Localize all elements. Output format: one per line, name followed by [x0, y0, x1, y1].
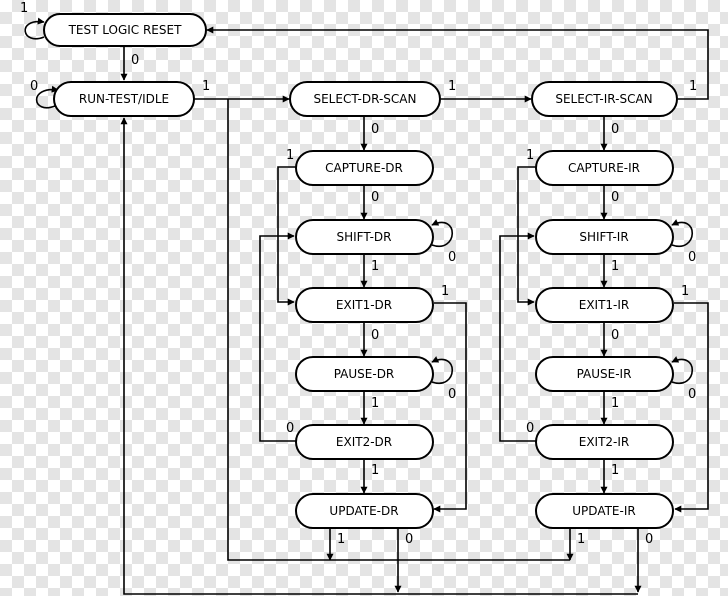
label-cir-e1ir: 1: [526, 148, 534, 163]
state-label: SELECT-DR-SCAN: [313, 92, 416, 106]
state-pause-ir: PAUSE-IR: [535, 356, 674, 392]
state-exit1-ir: EXIT1-IR: [535, 287, 674, 323]
state-label: SHIFT-IR: [579, 230, 628, 244]
label-shdr-self: 0: [448, 250, 456, 265]
bus-return-run-test-idle: [120, 117, 638, 595]
label-cdr-shdr: 0: [371, 190, 379, 205]
label-e1dr-udr: 1: [441, 284, 449, 299]
label-sdr-cdr: 0: [371, 122, 379, 137]
label-tlr-self: 1: [20, 1, 28, 16]
state-label: RUN-TEST/IDLE: [79, 92, 169, 106]
state-label: PAUSE-IR: [577, 367, 632, 381]
label-pir-self: 0: [688, 387, 696, 402]
state-exit2-ir: EXIT2-IR: [535, 424, 674, 460]
label-udr-rti: 0: [405, 532, 413, 547]
state-label: CAPTURE-IR: [568, 161, 640, 175]
label-pir-e2ir: 1: [611, 396, 619, 411]
label-sir-cir: 0: [611, 122, 619, 137]
label-e2ir-shir: 0: [526, 421, 534, 436]
state-select-dr-scan: SELECT-DR-SCAN: [289, 81, 441, 117]
label-e2dr-shdr: 0: [286, 421, 294, 436]
state-label: EXIT1-DR: [336, 298, 392, 312]
label-shir-self: 0: [688, 250, 696, 265]
label-sir-tlr: 1: [689, 79, 697, 94]
edge-e1ir-uir: [674, 302, 709, 513]
label-sdr-sir: 1: [448, 79, 456, 94]
state-label: EXIT2-DR: [336, 435, 392, 449]
state-exit2-dr: EXIT2-DR: [295, 424, 434, 460]
edge-sir-tlr: [206, 26, 709, 100]
edge-rti-self: [35, 85, 59, 109]
state-label: EXIT2-IR: [579, 435, 630, 449]
edge-e2dr-shdr: [259, 232, 296, 442]
label-e2ir-uir: 1: [611, 463, 619, 478]
edge-cdr-e1dr: [277, 166, 296, 306]
state-label: CAPTURE-DR: [325, 161, 403, 175]
state-label: UPDATE-IR: [572, 504, 635, 518]
label-e1dr-pdr: 0: [371, 328, 379, 343]
edge-shir-self: [671, 219, 693, 248]
edge-pir-self: [671, 356, 693, 385]
label-rti-self: 0: [30, 79, 38, 94]
state-pause-dr: PAUSE-DR: [295, 356, 434, 392]
state-label: TEST LOGIC RESET: [68, 23, 183, 37]
edge-tlr-self: [24, 17, 45, 40]
state-exit1-dr: EXIT1-DR: [295, 287, 434, 323]
label-cdr-e1dr: 1: [286, 148, 294, 163]
state-shift-ir: SHIFT-IR: [535, 219, 674, 255]
state-label: PAUSE-DR: [334, 367, 395, 381]
state-label: EXIT1-IR: [579, 298, 630, 312]
state-capture-ir: CAPTURE-IR: [535, 150, 674, 186]
state-update-dr: UPDATE-DR: [295, 493, 434, 529]
label-e1ir-uir: 1: [681, 284, 689, 299]
state-capture-dr: CAPTURE-DR: [295, 150, 434, 186]
state-run-test-idle: RUN-TEST/IDLE: [53, 81, 195, 117]
state-label: SHIFT-DR: [336, 230, 391, 244]
edge-shdr-self: [431, 219, 453, 248]
label-rti-sdr: 1: [202, 79, 210, 94]
state-update-ir: UPDATE-IR: [535, 493, 674, 529]
label-uir-rti: 0: [645, 532, 653, 547]
label-e2dr-udr: 1: [371, 463, 379, 478]
edge-e1dr-udr: [433, 302, 467, 513]
edge-pdr-self: [431, 356, 453, 385]
label-shdr-e1dr: 1: [371, 259, 379, 274]
edge-cir-e1ir: [517, 166, 536, 306]
state-select-ir-scan: SELECT-IR-SCAN: [531, 81, 678, 117]
edge-e2ir-shir: [499, 232, 536, 442]
label-pdr-self: 0: [448, 387, 456, 402]
label-shir-e1ir: 1: [611, 259, 619, 274]
label-e1ir-pir: 0: [611, 328, 619, 343]
state-test-logic-reset: TEST LOGIC RESET: [43, 13, 207, 47]
state-label: SELECT-IR-SCAN: [555, 92, 652, 106]
transitions: [24, 17, 709, 595]
label-uir-sdr: 1: [577, 532, 585, 547]
state-label: UPDATE-DR: [329, 504, 398, 518]
transition-labels: 1 0 0 1 1 1 0 0 1 0 1 0 1 0 1 0 1 1 0 0 …: [20, 1, 697, 547]
label-cir-shir: 0: [611, 190, 619, 205]
state-shift-dr: SHIFT-DR: [295, 219, 434, 255]
label-udr-sdr: 1: [337, 532, 345, 547]
states: TEST LOGIC RESET RUN-TEST/IDLE SELECT-DR…: [43, 13, 678, 529]
label-pdr-e2dr: 1: [371, 396, 379, 411]
bus-return-select-dr: [227, 99, 570, 561]
label-tlr-rti: 0: [131, 53, 139, 68]
